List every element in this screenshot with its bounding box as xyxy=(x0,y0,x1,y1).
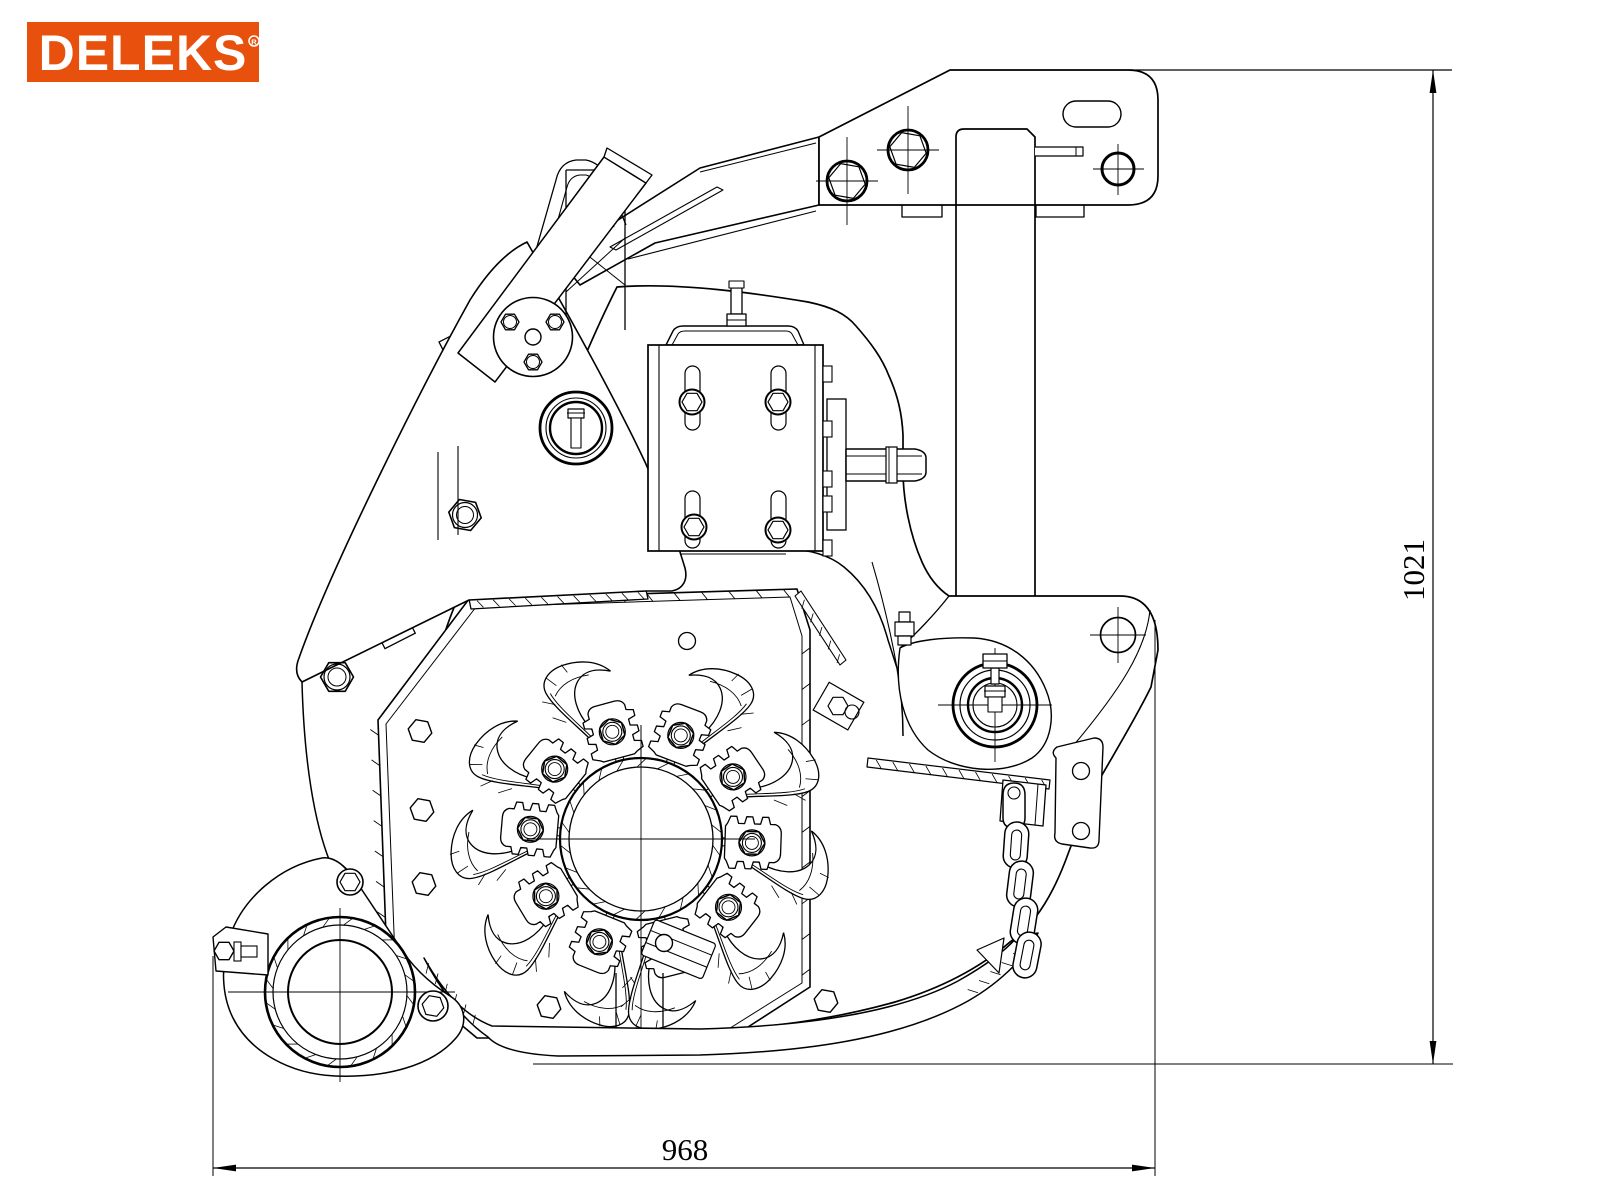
svg-text:968: 968 xyxy=(662,1132,709,1167)
svg-text:DELEKS: DELEKS xyxy=(39,25,248,81)
svg-text:R: R xyxy=(251,38,257,47)
svg-text:1021: 1021 xyxy=(1396,539,1431,601)
